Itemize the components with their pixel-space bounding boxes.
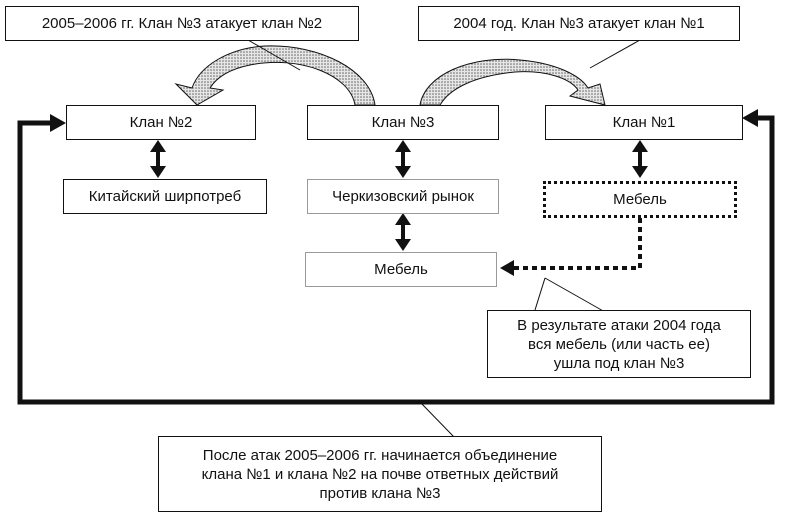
callout-bottom-text: После атак 2005–2006 гг. начинается объе…: [201, 446, 559, 502]
clan-3-furniture-label: Мебель: [374, 261, 428, 278]
alliance-arrowhead-left: [50, 114, 66, 132]
alliance-loop-line: [17, 115, 775, 405]
clan-3-label: Клан №3: [371, 114, 435, 131]
attack-arrow-clan3-to-clan2: [174, 45, 376, 106]
double-arrow-market: [395, 213, 411, 251]
cherkizovsky-market-label: Черкизовский рынок: [332, 188, 474, 205]
double-arrow-clan1: [632, 140, 648, 178]
callout-top-right-text: 2004 год. Клан №3 атакует клан №1: [453, 15, 705, 32]
clan-1-label: Клан №1: [612, 114, 676, 131]
callout-middle-right-pointer-2: [534, 277, 546, 311]
callout-top-left-text: 2005–2006 гг. Клан №3 атакует клан №2: [41, 15, 323, 32]
callout-middle-right: В результате атаки 2004 года вся мебель …: [487, 310, 751, 378]
clan-1-furniture-label: Мебель: [613, 191, 667, 208]
clan-3-furniture-box: Мебель: [305, 252, 497, 287]
callout-top-left-pointer: [247, 39, 301, 71]
clan-2-box: Клан №2: [66, 105, 256, 140]
furniture-transfer-line: [512, 218, 642, 270]
cherkizovsky-market-box: Черкизовский рынок: [307, 179, 499, 214]
callout-top-right-pointer: [589, 39, 641, 69]
callout-bottom-pointer: [419, 401, 456, 439]
callout-top-left: 2005–2006 гг. Клан №3 атакует клан №2: [5, 6, 359, 41]
furniture-transfer-arrowhead: [500, 260, 514, 276]
callout-bottom: После атак 2005–2006 гг. начинается объе…: [158, 436, 602, 512]
attack-arrow-clan3-to-clan1: [419, 58, 606, 106]
alliance-arrowhead-right: [742, 109, 758, 127]
callout-middle-right-text: В результате атаки 2004 года вся мебель …: [517, 316, 721, 372]
callout-middle-right-pointer: [544, 277, 606, 313]
clan-1-box: Клан №1: [545, 105, 743, 140]
double-arrow-clan2: [150, 140, 166, 178]
double-arrow-clan3: [395, 140, 411, 178]
chinese-goods-box: Китайский ширпотреб: [63, 179, 267, 214]
chinese-goods-label: Китайский ширпотреб: [88, 188, 242, 205]
clan-3-box: Клан №3: [307, 105, 499, 140]
clan-1-furniture-box: Мебель: [543, 181, 737, 218]
clan-2-label: Клан №2: [129, 114, 193, 131]
callout-top-right: 2004 год. Клан №3 атакует клан №1: [418, 6, 740, 41]
